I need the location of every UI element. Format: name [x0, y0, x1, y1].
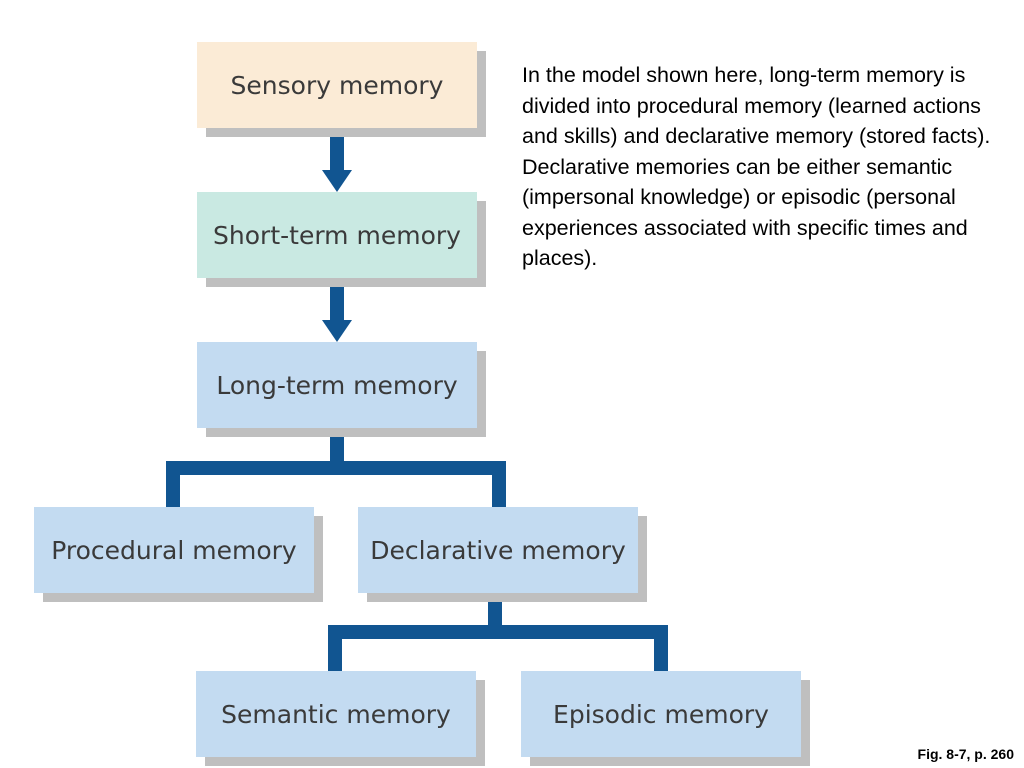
node-semantic-memory: Semantic memory [196, 671, 476, 757]
arrow-sensory-to-short [322, 128, 352, 192]
node-procedural-memory-label: Procedural memory [51, 535, 297, 565]
node-short-term-memory-label: Short-term memory [213, 220, 461, 250]
connector-declarative-drop [492, 461, 506, 507]
figure-reference: Fig. 8-7, p. 260 [917, 746, 1014, 762]
caption-text: In the model shown here, long-term memor… [522, 63, 991, 270]
node-sensory-memory: Sensory memory [197, 42, 477, 128]
arrow-short-to-long [322, 278, 352, 342]
node-long-term-memory-label: Long-term memory [216, 370, 458, 400]
node-short-term-memory: Short-term memory [197, 192, 477, 278]
node-semantic-memory-label: Semantic memory [221, 699, 451, 729]
node-declarative-memory-label: Declarative memory [370, 535, 626, 565]
node-procedural-memory: Procedural memory [34, 507, 314, 593]
connector-long-branch-h [166, 461, 506, 475]
node-episodic-memory: Episodic memory [521, 671, 801, 757]
node-declarative-memory: Declarative memory [358, 507, 638, 593]
connector-declarative-branch-h [328, 625, 668, 639]
connector-episodic-drop [654, 625, 668, 671]
connector-procedural-drop [166, 461, 180, 507]
connector-declarative-stem [488, 592, 502, 632]
node-episodic-memory-label: Episodic memory [553, 699, 769, 729]
connector-long-stem [330, 428, 344, 468]
node-long-term-memory: Long-term memory [197, 342, 477, 428]
connector-semantic-drop [328, 625, 342, 671]
node-sensory-memory-label: Sensory memory [230, 70, 444, 100]
